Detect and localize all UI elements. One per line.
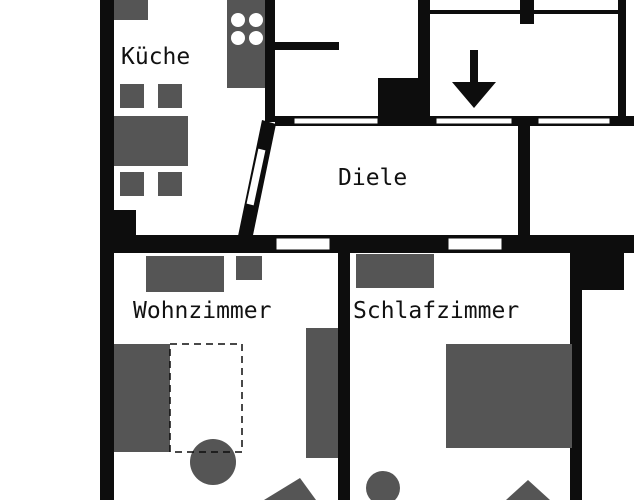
room-label-hall: Diele bbox=[338, 165, 407, 191]
rug-outline bbox=[169, 343, 243, 453]
chair-1 bbox=[120, 84, 144, 108]
plant-box bbox=[236, 256, 262, 280]
chair-2 bbox=[158, 84, 182, 108]
wall-pillar-right bbox=[578, 250, 624, 290]
wall-bedroom-right bbox=[570, 250, 582, 500]
stove-burner-4 bbox=[249, 31, 263, 45]
sofa bbox=[114, 344, 170, 452]
bedroom-furniture bbox=[356, 254, 572, 500]
shelf-living bbox=[306, 328, 338, 458]
round-table bbox=[190, 439, 236, 485]
stove-icon bbox=[231, 13, 263, 45]
living-furniture bbox=[114, 256, 338, 500]
wall-pillar bbox=[378, 78, 422, 120]
dining-table bbox=[114, 116, 188, 166]
room-label-kitchen: Küche bbox=[121, 44, 190, 70]
stool bbox=[366, 471, 400, 500]
arrow-head bbox=[452, 82, 496, 108]
wall-kitchen-right bbox=[265, 0, 275, 122]
armchair bbox=[264, 478, 316, 500]
openings bbox=[245, 117, 611, 251]
room-label-bedroom: Schlafzimmer bbox=[353, 298, 519, 324]
wall-line-top bbox=[430, 10, 620, 14]
kitchen-cabinet bbox=[114, 0, 148, 20]
wall-stub-middle bbox=[275, 42, 339, 50]
arrow-down-icon bbox=[452, 50, 496, 108]
stove-burner-3 bbox=[231, 31, 245, 45]
wall-hall-right bbox=[518, 118, 530, 244]
wall-main-horizontal bbox=[100, 235, 634, 253]
chair-4 bbox=[158, 172, 182, 196]
chair-3 bbox=[120, 172, 144, 196]
bedroom-chair bbox=[506, 480, 550, 500]
window-hall-2 bbox=[435, 117, 513, 125]
stove-burner-1 bbox=[231, 13, 245, 27]
bed bbox=[446, 344, 572, 448]
stove-burner-2 bbox=[249, 13, 263, 27]
wall-top-right bbox=[618, 0, 626, 118]
window-slanted bbox=[245, 147, 267, 207]
window-hall-1 bbox=[293, 117, 379, 125]
arrow-shaft bbox=[470, 50, 478, 84]
sideboard bbox=[146, 256, 224, 292]
dresser bbox=[356, 254, 434, 288]
door-bedroom bbox=[447, 237, 503, 251]
door-living bbox=[275, 237, 331, 251]
wall-living-bedroom bbox=[338, 250, 350, 500]
room-label-living: Wohnzimmer bbox=[133, 298, 271, 324]
window-hall-3 bbox=[537, 117, 611, 125]
